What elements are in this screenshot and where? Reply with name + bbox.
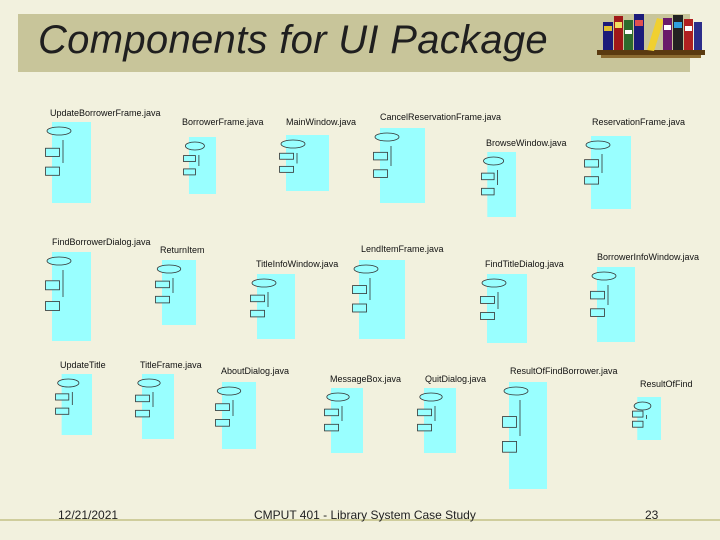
component-label: BorrowerInfoWindow.java: [597, 252, 700, 262]
component-label: AboutDialog.java: [221, 366, 290, 376]
component-label: LendItemFrame.java: [361, 244, 444, 254]
component-icon: [590, 267, 635, 342]
component-label: MessageBox.java: [330, 374, 402, 384]
component-label: CancelReservationFrame.java: [380, 112, 502, 122]
component-icon: [55, 374, 92, 435]
component-icon: [632, 397, 661, 440]
component-icon: [250, 274, 295, 339]
component-label: ResultOfFindBorrower.java: [510, 366, 618, 376]
component-icon: [215, 382, 256, 449]
component-label: FindTitleDialog.java: [485, 259, 564, 269]
component-icon: [45, 252, 91, 341]
component-label: BrowseWindow.java: [486, 138, 567, 148]
component-icon: [183, 137, 216, 194]
component-icon: [481, 152, 516, 217]
component-icon: [135, 374, 174, 439]
component-label: UpdateBorrowerFrame.java: [50, 108, 161, 118]
footer-divider: [0, 519, 720, 521]
component-label: UpdateTitle: [60, 360, 106, 370]
component-label: BorrowerFrame.java: [182, 117, 264, 127]
component-icon: [502, 382, 547, 489]
footer-course: CMPUT 401 - Library System Case Study: [254, 508, 476, 522]
component-label: TitleInfoWindow.java: [256, 259, 339, 269]
component-label: ResultOfFind: [640, 379, 693, 389]
component-icon: [352, 260, 405, 339]
footer-page-number: 23: [645, 508, 659, 522]
component-icon: [155, 260, 196, 325]
component-label: FindBorrowerDialog.java: [52, 237, 151, 247]
component-label: ReturnItem: [160, 245, 205, 255]
component-icon: [480, 274, 527, 343]
component-icon: [373, 128, 425, 203]
books-shelf-icon: [597, 14, 705, 58]
component-icon: [417, 388, 456, 453]
component-icon: [324, 388, 363, 453]
slide-title: Components for UI Package: [38, 18, 548, 62]
component-label: MainWindow.java: [286, 117, 357, 127]
component-icon: [279, 135, 329, 191]
component-icon: [584, 136, 631, 209]
component-label: TitleFrame.java: [140, 360, 202, 370]
component-icon: [45, 122, 91, 203]
component-label: ReservationFrame.java: [592, 117, 686, 127]
component-label: QuitDialog.java: [425, 374, 487, 384]
footer-date: 12/21/2021: [58, 508, 119, 522]
title-bar: [18, 14, 690, 72]
